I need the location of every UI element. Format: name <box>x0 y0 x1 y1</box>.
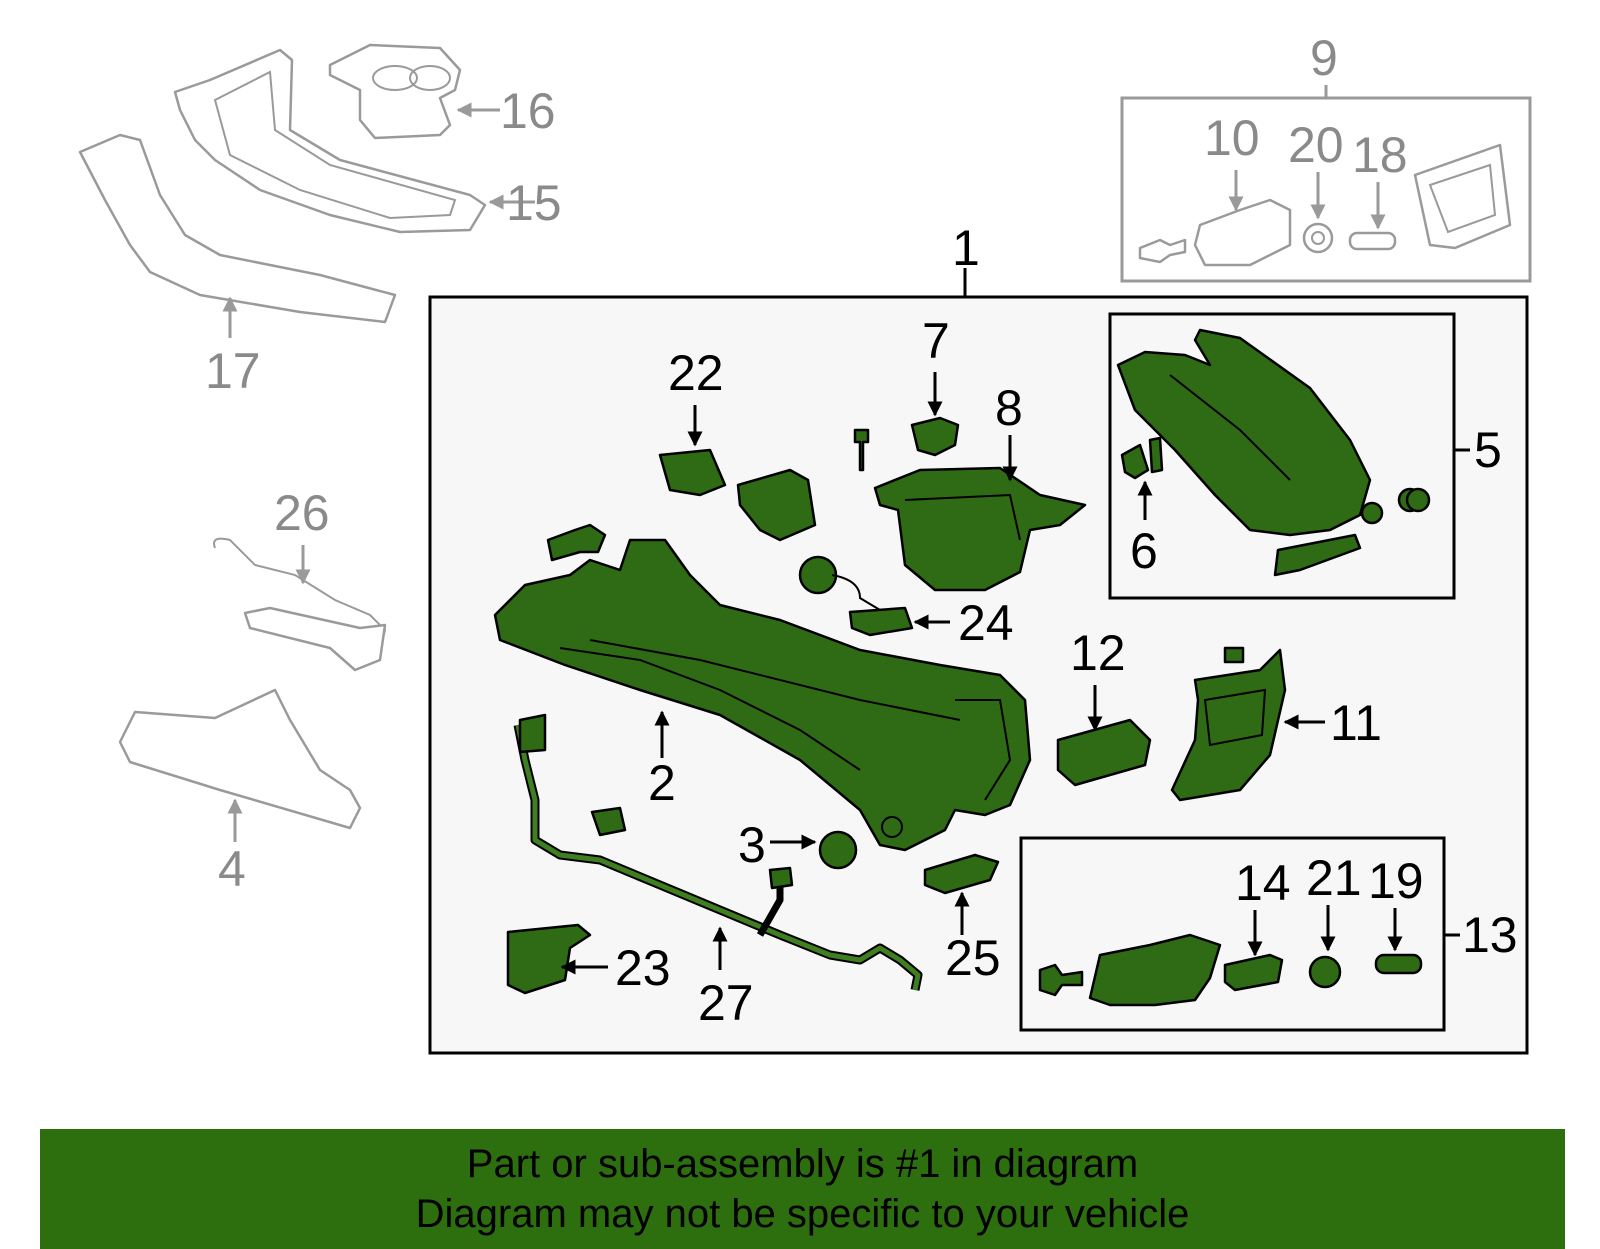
bolt-near-8[interactable] <box>853 428 870 472</box>
banner-line-1: Part or sub-assembly is #1 in diagram <box>466 1142 1139 1186</box>
part-26-wire-harness[interactable] <box>213 537 387 672</box>
part-24-connector[interactable] <box>798 555 950 637</box>
kit-9-panel[interactable] <box>1413 143 1512 250</box>
callout-2: 2 <box>648 755 676 811</box>
part-22-switch[interactable] <box>658 405 727 497</box>
callout-19: 19 <box>1368 853 1424 909</box>
block-near-27[interactable] <box>590 806 627 837</box>
callout-3: 3 <box>738 817 766 873</box>
callout-21: 21 <box>1306 850 1362 906</box>
part-7-clip[interactable] <box>910 372 960 457</box>
callout-26: 26 <box>274 485 330 541</box>
callout-1: 1 <box>952 220 980 276</box>
part-8-storage-bin[interactable] <box>873 435 1087 592</box>
part-11-rear-bezel[interactable] <box>1170 646 1325 802</box>
part-16-cup-holder[interactable] <box>328 43 500 140</box>
part-20-clip[interactable] <box>1302 172 1334 254</box>
callout-24: 24 <box>958 595 1014 651</box>
callout-16: 16 <box>500 83 556 139</box>
callout-11: 11 <box>1330 695 1382 751</box>
callout-9: 9 <box>1310 30 1338 86</box>
part-27-wire-harness[interactable] <box>513 713 923 991</box>
part-4-lower-panel[interactable] <box>118 688 362 842</box>
part-5-armrest-lid[interactable] <box>1116 328 1431 577</box>
callout-13: 13 <box>1462 907 1518 963</box>
part-13-bolt[interactable] <box>1038 963 1084 997</box>
part-3-grommet[interactable] <box>770 830 858 870</box>
part-6-bolt[interactable] <box>1120 436 1164 520</box>
subassembly-5-box <box>1108 312 1456 600</box>
callout-14: 14 <box>1235 855 1291 911</box>
part-14-pad[interactable] <box>1223 910 1284 992</box>
part-10-bracket[interactable] <box>1138 170 1292 267</box>
part-18-fastener[interactable] <box>1348 182 1397 251</box>
info-banner: Part or sub-assembly is #1 in diagram Di… <box>40 1129 1565 1249</box>
callout-27: 27 <box>698 975 754 1031</box>
callout-5: 5 <box>1474 422 1502 478</box>
callout-8: 8 <box>995 380 1023 436</box>
bolt-near-2[interactable] <box>546 523 607 562</box>
part-17-side-panel[interactable] <box>78 133 397 338</box>
part-2-console-base[interactable] <box>493 538 1032 852</box>
callout-12: 12 <box>1070 625 1126 681</box>
banner-line-2: Diagram may not be specific to your vehi… <box>415 1192 1190 1236</box>
part-23-switch[interactable] <box>506 923 608 995</box>
callout-20: 20 <box>1288 117 1344 173</box>
part-15-trim-plate[interactable] <box>173 48 535 234</box>
callout-23: 23 <box>615 940 671 996</box>
bracket-near-22[interactable] <box>736 468 817 542</box>
part-13-bracket[interactable] <box>1088 933 1222 1007</box>
callout-17: 17 <box>205 343 261 399</box>
callout-18: 18 <box>1352 127 1408 183</box>
part-12-vent[interactable] <box>1056 685 1152 787</box>
callout-4: 4 <box>218 841 246 897</box>
callout-22: 22 <box>668 345 724 401</box>
part-21-clip[interactable] <box>1308 905 1342 989</box>
callout-6: 6 <box>1130 523 1158 579</box>
part-25-pad[interactable] <box>923 853 1000 935</box>
callout-15: 15 <box>506 175 562 231</box>
callout-7: 7 <box>922 313 950 369</box>
part-19-fastener[interactable] <box>1374 908 1423 975</box>
callout-25: 25 <box>945 930 1001 986</box>
callout-10: 10 <box>1204 110 1260 166</box>
